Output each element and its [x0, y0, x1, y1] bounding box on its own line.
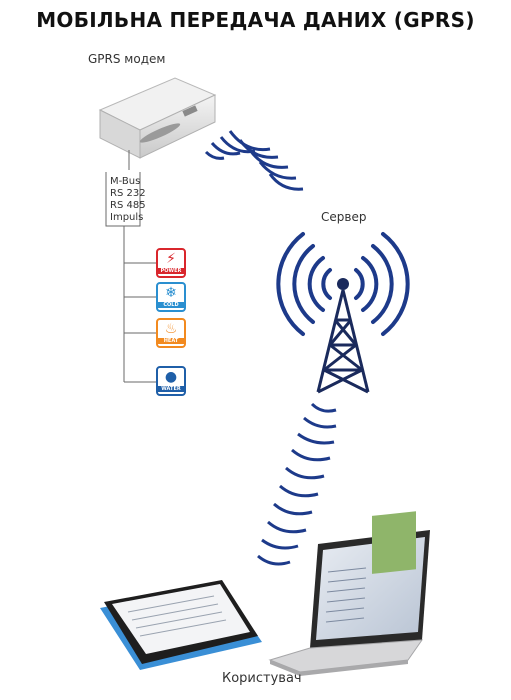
snowflake-icon: ❄: [165, 285, 177, 301]
tablet: [100, 580, 262, 670]
cold-meter-icon: ❄ COLD: [156, 282, 186, 312]
page-title: МОБІЛЬНА ПЕРЕДАЧА ДАНИХ (GPRS): [36, 8, 475, 32]
laptop: [268, 511, 430, 676]
flame-icon: ♨: [164, 321, 178, 337]
interface-item: RS 485: [110, 200, 146, 211]
interface-connector: [105, 150, 156, 383]
interface-item: Impuls: [110, 212, 144, 223]
water-drop-icon: ●: [164, 369, 178, 385]
interface-item: RS 232: [110, 188, 146, 199]
interfaces-list: M-Bus RS 232 RS 485 Impuls: [110, 176, 146, 224]
lightning-icon: ⚡: [166, 251, 176, 267]
user-label: Користувач: [222, 671, 302, 686]
user-signal-waves: [257, 402, 337, 566]
modem-signal-waves: [204, 130, 304, 191]
server-tower: [276, 232, 410, 394]
interface-item: M-Bus: [110, 176, 141, 187]
server-label: Сервер: [321, 210, 367, 224]
water-meter-icon: ● WATER: [156, 366, 186, 396]
gprs-modem: [98, 77, 217, 159]
power-meter-icon: ⚡ POWER: [156, 248, 186, 278]
modem-label: GPRS модем: [88, 52, 166, 66]
heat-meter-icon: ♨ HEAT: [156, 318, 186, 348]
